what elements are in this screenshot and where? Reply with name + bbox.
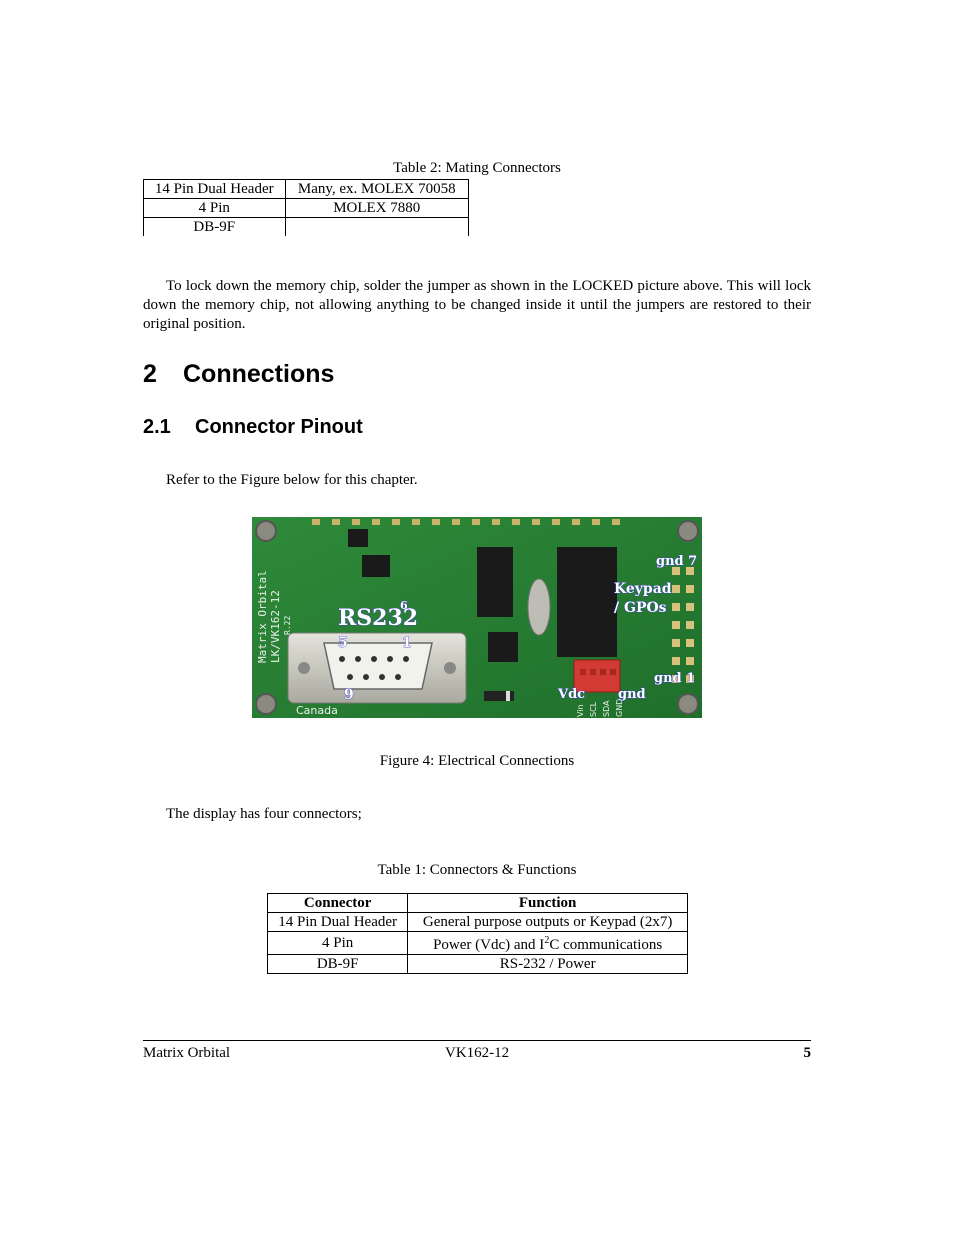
table-cell: RS-232 / Power [407,954,688,974]
lock-paragraph: To lock down the memory chip, solder the… [143,278,811,332]
label-pin6: 6 [400,599,408,612]
ic-chip [348,529,368,547]
footer-left: Matrix Orbital [143,1045,231,1061]
subsection-heading: 2.1 Connector Pinout [143,416,363,439]
table-row: DB-9F RS-232 / Power [266,954,688,974]
column-header: Function [407,893,688,913]
label-pin1: 1 [402,635,412,651]
label-gnd1: gnd 1 [654,671,695,686]
label-gnd7: gnd 7 [656,554,697,569]
table-cell: DB-9F [143,217,286,236]
silk-gnd: GND [615,699,624,717]
silk-vin: Vin [576,704,585,717]
table-row: 4 Pin MOLEX 7880 [143,198,470,218]
table-row: 14 Pin Dual Header General purpose outpu… [266,912,688,932]
ic-chip [362,555,390,577]
table2-caption: Table 2: Mating Connectors [393,160,561,176]
subsection-title: Connector Pinout [195,416,363,438]
page-number: 5 [803,1045,812,1061]
table-cell: Many, ex. MOLEX 70058 [284,179,470,199]
table1-caption: Table 1: Connectors & Functions [377,862,577,878]
table-cell: DB-9F [266,954,409,974]
table-cell: General purpose outputs or Keypad (2x7) [407,912,688,932]
crystal [527,578,551,636]
diode [484,691,514,701]
electrical-connections-figure: Matrix Orbital LK/VK162-12 R.22 Canada V… [252,517,702,718]
table-cell: 14 Pin Dual Header [143,179,286,199]
silk-sda: SDA [602,700,611,717]
silk-rev: R.22 [283,616,292,635]
label-vdc: Vdc [557,687,585,702]
section-title: Connections [183,360,335,388]
table-cell: 4 Pin [266,931,409,955]
footer-rule [143,1040,811,1041]
label-rs232: RS232 [338,605,418,631]
table-cell: 14 Pin Dual Header [266,912,409,932]
label-gpos: / GPOs [614,600,667,616]
four-pin-connector [573,659,621,693]
label-pin9: 9 [344,687,354,703]
label-pin5: 5 [338,635,348,651]
connectors-functions-table: Connector Function 14 Pin Dual Header Ge… [266,893,688,974]
label-keypad: Keypad [614,581,672,597]
subsection-number: 2.1 [143,416,171,438]
refer-paragraph: Refer to the Figure below for this chapt… [166,472,418,488]
four-connectors-paragraph: The display has four connectors; [166,806,362,822]
silk-model: LK/VK162-12 [269,590,282,663]
table-row: DB-9F [143,217,470,236]
figure-caption: Figure 4: Electrical Connections [379,753,575,769]
table-cell: Power (Vdc) and I2C communications [407,931,688,955]
table-cell [284,217,470,236]
mounting-holes [255,520,699,715]
ic-chip [477,547,513,617]
db9-connector [287,632,467,704]
ic-chip [488,632,518,662]
function-text: C communications [549,937,663,953]
table-header-row: Connector Function [266,893,688,913]
superscript: 2 [544,935,550,946]
table-cell: 4 Pin [143,198,286,218]
function-text: Power (Vdc) and I [433,937,545,953]
dual-header-pins [672,567,694,683]
section-heading: 2 Connections [143,360,334,389]
label-gnd: gnd [618,687,646,702]
ic-chip [557,547,617,657]
footer-center: VK162-12 [445,1045,510,1061]
column-header: Connector [266,893,409,913]
mating-connectors-table: 14 Pin Dual Header Many, ex. MOLEX 70058… [143,179,470,236]
top-header-pads [312,519,620,525]
silk-country: Canada [296,704,338,717]
table-row: 4 Pin Power (Vdc) and I2C communications [266,931,688,955]
section-number: 2 [143,360,157,388]
table-row: 14 Pin Dual Header Many, ex. MOLEX 70058 [143,179,470,199]
silk-brand: Matrix Orbital [256,570,269,663]
silk-scl: SCL [589,701,598,717]
table-cell: MOLEX 7880 [284,198,470,218]
